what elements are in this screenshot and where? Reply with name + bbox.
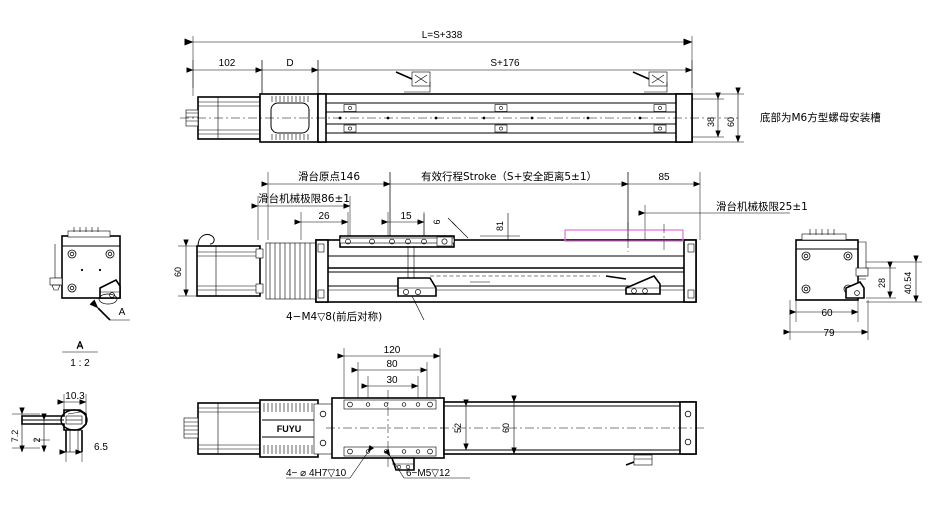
label-6-5: 6.5 [94,442,108,453]
label-6: 6 [432,219,442,224]
label-mech-limit-right: 滑台机械极限25±1 [716,200,808,213]
dim-60-bottom [496,395,524,455]
label-26: 26 [318,211,330,222]
bottom-connector-right [625,454,653,466]
label-120: 120 [384,345,401,356]
bottom-carriage-block [326,390,450,470]
detail-a-scale: 1 : 2 [70,358,90,369]
bottom-motor-body [183,402,261,455]
label-7-2: 7.2 [10,430,20,443]
top-rail-body [180,93,740,143]
label-40-54: 40.54 [903,272,913,295]
top-sensor-right [632,71,668,93]
note-m5: 6−M5▽12 [406,468,451,479]
section-arrow-label: A [119,307,126,318]
label-10-3: 10.3 [65,391,85,402]
dim-120 [337,348,441,404]
label-52: 52 [453,423,463,433]
text-labels: L=S+338 102 D S+176 38 60 底部为M6方型螺母安装槽 滑… [10,30,913,479]
top-view [180,36,744,143]
front-motor-body [196,233,264,297]
front-sensor-right [605,275,661,295]
label-60-right: 60 [821,308,833,319]
leader-m5 [384,448,470,479]
dim-38 [692,92,724,138]
dim-79 [783,300,869,340]
label-60-front: 60 [173,267,183,277]
label-mech-limit-left: 滑台机械极限86±1 [258,192,350,205]
bottom-view [183,348,706,479]
front-carriage-plate [339,235,455,248]
front-bellows [265,242,317,300]
front-sensor-left [397,246,437,321]
dim-6-5 [59,436,83,462]
top-sensor-left [395,71,431,93]
label-60-bottom: 60 [501,423,511,433]
label-60-top: 60 [726,117,736,127]
label-2: 2 [32,437,42,442]
dim-28 [866,261,896,299]
top-bolt-marks [338,116,642,120]
label-81: 81 [495,221,505,231]
bottom-coupling-housing [259,399,333,458]
bottom-sensor-bracket [390,457,415,471]
note-bottom-slot: 底部为M6方型螺母安装槽 [760,111,881,124]
brand-label: FUYU [277,424,302,434]
label-overall-length: L=S+338 [422,30,463,41]
dim-40-54 [866,255,922,303]
dim-7-2 [12,407,40,453]
label-38: 38 [706,117,716,127]
note-m4: 4−M4▽8(前后对称) [286,310,382,323]
label-15: 15 [400,211,412,222]
note-dowel: 4− ⌀ 4H7▽10 [286,468,347,479]
label-slider-origin: 滑台原点146 [298,170,360,183]
dim-60-right [789,300,859,322]
detail-a-label: A [77,341,84,352]
dim-80 [351,362,428,404]
label-d: D [286,58,293,69]
bottom-rail-body [440,401,706,455]
right-side-view [783,229,922,340]
dim-10-3 [57,394,87,416]
label-102: 102 [219,58,236,69]
dim-2 [34,413,50,453]
label-s176: S+176 [490,58,520,69]
top-rail-features [343,104,667,133]
label-85: 85 [658,172,670,183]
highlight-bar [564,229,684,242]
dim-overall-length [184,36,693,88]
label-30: 30 [386,375,398,386]
front-view [178,172,790,321]
leader-dowel [286,445,375,479]
label-effective-stroke: 有效行程Stroke（S+安全距离5±1） [421,170,597,183]
dim-mech-limit-right [638,205,790,240]
section-letter: A [77,340,84,351]
label-80: 80 [386,359,398,370]
detail-a-view [12,351,98,462]
label-28: 28 [877,278,887,288]
dim-52 [452,399,476,451]
dim-s176 [311,60,693,96]
dim-60-top [692,87,744,143]
dim-mech-limit-left [251,196,351,240]
left-side-view [49,227,130,321]
label-79: 79 [823,328,835,339]
section-arrow-a [89,299,130,321]
